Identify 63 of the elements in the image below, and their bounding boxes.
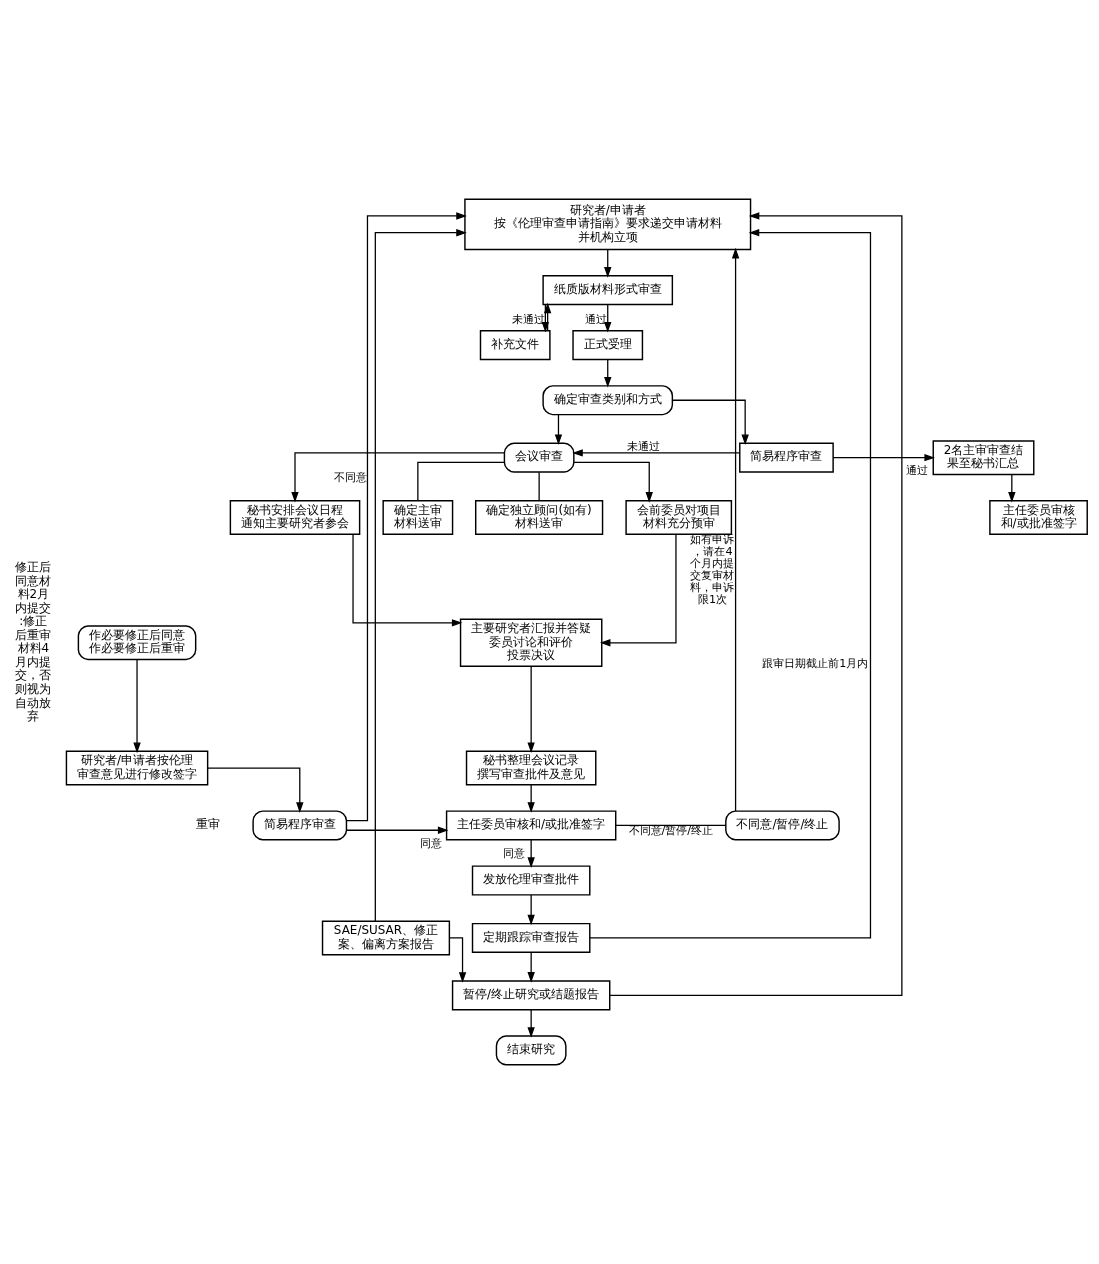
- arrow: [589, 229, 872, 939]
- node-box: 纸质版材料形式审查: [542, 275, 674, 306]
- arrow: [345, 826, 449, 834]
- node-box: 正式受理: [572, 330, 644, 361]
- arrow: [527, 839, 535, 868]
- node-box: 暂停/终止研究或结题报告: [451, 980, 611, 1011]
- arrow: [604, 248, 612, 278]
- node-box: 主任委员审核和/或批准签字: [989, 500, 1088, 535]
- edge-label: 通过: [585, 312, 608, 326]
- label: 修正后同意材料2月内提交:修正后重审材料4月内提交，否则视为自动放弃: [15, 559, 52, 724]
- arrow: [832, 454, 935, 462]
- node-box: 秘书整理会议记录撰写审查批件及意见: [465, 750, 597, 786]
- connector: [417, 461, 505, 502]
- node-box: 定期跟踪审查报告: [471, 922, 591, 954]
- label: 重审: [196, 817, 221, 832]
- arrow: [133, 659, 141, 754]
- arrow: [554, 414, 563, 445]
- edge-label: 不同意: [333, 470, 367, 484]
- node-box: 秘书安排会议日程通知主要研究者参会: [229, 500, 361, 535]
- arrow: [346, 212, 467, 822]
- node-box: 会前委员对项目材料充分预审: [625, 500, 733, 535]
- edge-label: 同意: [503, 847, 526, 861]
- arrow: [527, 894, 535, 926]
- edge-label: 未通过: [511, 312, 545, 326]
- arrow: [527, 951, 535, 983]
- arrow: [671, 399, 749, 446]
- arrow: [573, 461, 653, 503]
- arrow: [1008, 474, 1016, 503]
- node-box: 确定主审材料送审: [382, 500, 454, 535]
- node-box: 结束研究: [495, 1035, 567, 1066]
- node-box: 确定独立顾问(如有)材料送审: [474, 500, 604, 535]
- edge-label: 通过: [906, 463, 929, 477]
- node-box: 确定审查类别和方式: [542, 385, 674, 416]
- arrow: [527, 665, 535, 753]
- node-box: SAE/SUSAR、修正案、偏离方案报告: [321, 920, 451, 956]
- edge-label: 未通过: [627, 439, 661, 453]
- arrow: [731, 247, 740, 812]
- arrow: [599, 533, 677, 647]
- arrow: [604, 359, 612, 388]
- arrow: [207, 767, 304, 813]
- node-box: 主要研究者汇报并答疑委员讨论和评价投票决议: [459, 618, 603, 668]
- node-box: 主任委员审核和/或批准签字: [445, 810, 617, 841]
- edge-label: 如有申诉，请在4个月内提交复审材料，申诉限1次: [690, 533, 735, 607]
- edge-label: 同意: [419, 836, 442, 850]
- arrow: [604, 303, 612, 333]
- arrow: [352, 533, 463, 627]
- arrow: [374, 229, 467, 922]
- node-box: 2名主审审查结果至秘书汇总: [932, 440, 1035, 476]
- arrow: [572, 449, 741, 457]
- edge-label: 跟审日期截止前1月内: [762, 656, 869, 670]
- node-box: 不同意/暂停/终止: [725, 810, 840, 841]
- node-box: 补充文件: [479, 330, 551, 361]
- arrow: [527, 1009, 535, 1038]
- node-box: 简易程序审查: [739, 442, 834, 473]
- node-box: 作必要修正后同意 作必要修正后重审: [77, 625, 197, 661]
- node-box: 研究者/申请者按伦理审查意见进行修改签字: [65, 750, 209, 786]
- node-box: 发放伦理审查批件: [471, 865, 591, 896]
- node-box: 研究者/申请者按《伦理审查申请指南》要求递交申请材料并机构立项: [464, 198, 752, 251]
- node-box: 会议审查: [503, 442, 575, 473]
- arrow: [291, 452, 506, 503]
- connector: [538, 471, 540, 502]
- node-box: 简易程序审查: [252, 810, 348, 841]
- arrow: [609, 212, 903, 997]
